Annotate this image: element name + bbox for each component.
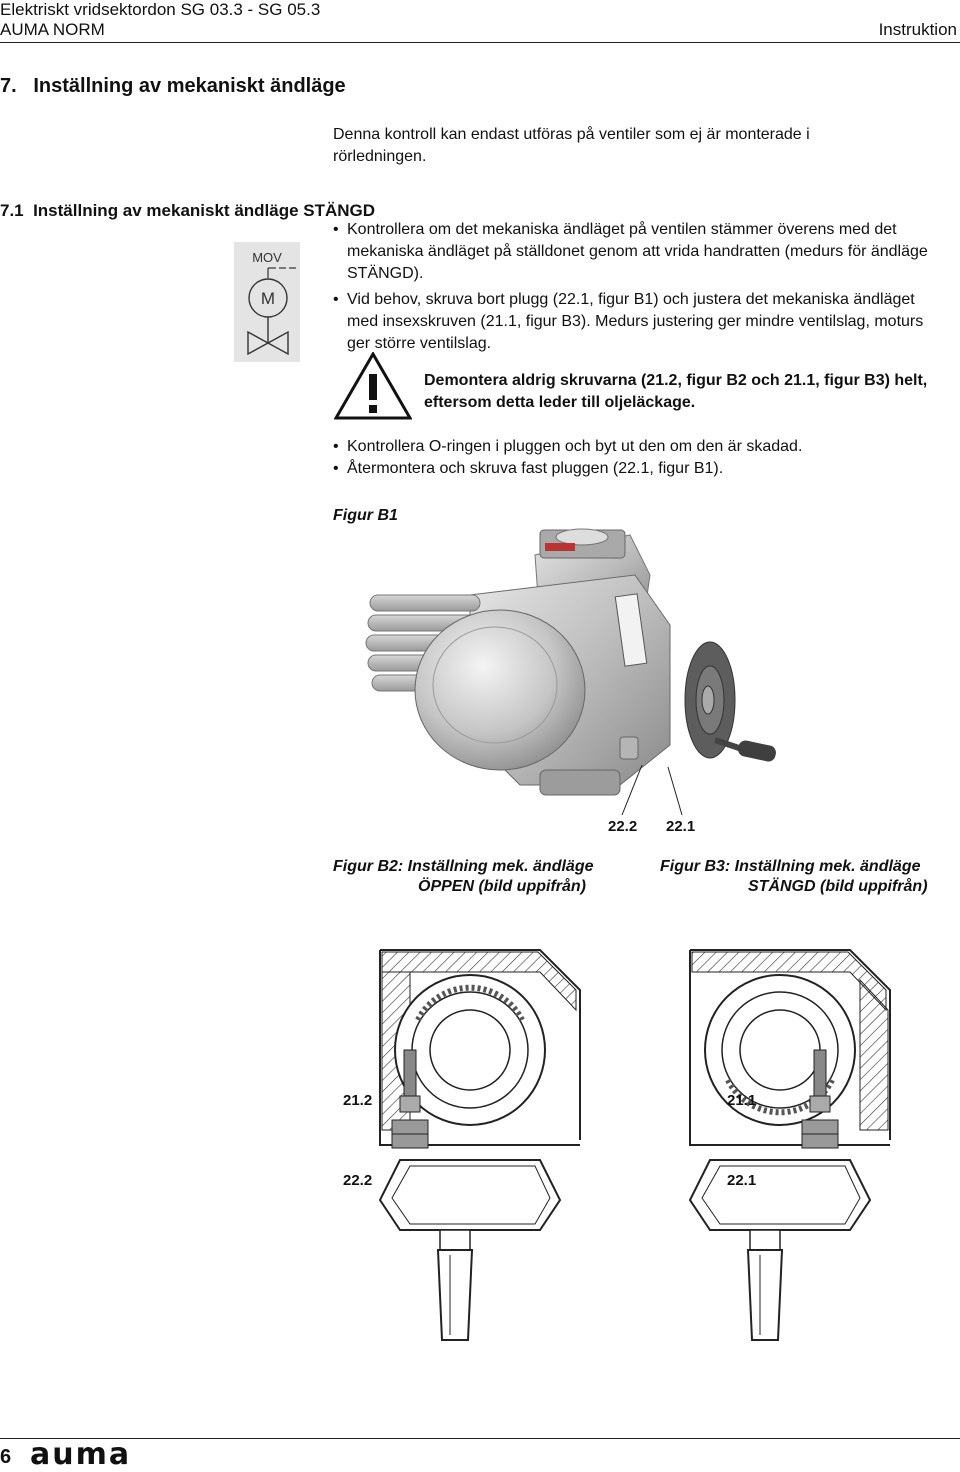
- header-product-line2: AUMA NORM: [0, 20, 105, 39]
- list-item: Återmontera och skruva fast pluggen (22.…: [333, 458, 933, 480]
- figure-b1-label-22-2: 22.2: [608, 818, 638, 835]
- warning-text: Demontera aldrig skruvarna (21.2, figur …: [424, 372, 928, 411]
- bullet-list-1: Kontrollera om det mekaniska ändläget på…: [333, 219, 933, 355]
- figure-b1-caption: Figur B1: [333, 507, 398, 524]
- page-number: 6: [0, 1446, 12, 1468]
- actuator-photo: [350, 515, 780, 816]
- auma-logo: auma: [30, 1437, 132, 1472]
- subsection-title: 7.1 Inställning av mekaniskt ändläge STÄ…: [0, 201, 376, 220]
- figure-b2-label-screw: 21.2: [343, 1092, 373, 1109]
- list-item: Kontrollera om det mekaniska ändläget på…: [333, 219, 933, 285]
- figure-b3-label-plug: 22.1: [727, 1172, 757, 1189]
- symbol-label-motor: M: [261, 289, 275, 308]
- figure-b2-caption-line2: ÖPPEN (bild uppifrån): [418, 878, 586, 895]
- figure-b3-caption-line1: Figur B3: Inställning mek. ändläge: [660, 858, 921, 875]
- figure-b2-caption-line1: Figur B2: Inställning mek. ändläge: [333, 858, 594, 875]
- header-doc-type: Instruktion: [878, 20, 957, 39]
- figure-b3-drawing: [670, 930, 930, 1350]
- figure-b3-label-screw: 21.1: [727, 1092, 757, 1109]
- footer-rule: [0, 1438, 960, 1439]
- figure-b2-drawing: [340, 930, 600, 1350]
- section-title: 7. Inställning av mekaniskt ändläge: [0, 75, 346, 97]
- section-intro: Denna kontroll kan endast utföras på ven…: [333, 126, 810, 165]
- list-item: Kontrollera O-ringen i pluggen och byt u…: [333, 436, 933, 458]
- figure-b2-label-plug: 22.2: [343, 1172, 373, 1189]
- figure-b1-label-22-1: 22.1: [666, 818, 696, 835]
- warning-triangle-icon: [333, 351, 413, 420]
- figure-b3-caption-line2: STÄNGD (bild uppifrån): [748, 878, 928, 895]
- bullet-list-2: Kontrollera O-ringen i pluggen och byt u…: [333, 436, 933, 480]
- header-rule: [0, 42, 960, 43]
- list-item: Vid behov, skruva bort plugg (22.1, figu…: [333, 289, 933, 355]
- valve-actuator-icon: MOV M: [234, 242, 300, 362]
- header-product-line1: Elektriskt vridsektordon SG 03.3 - SG 05…: [0, 0, 321, 19]
- symbol-label-mov: MOV: [252, 250, 282, 265]
